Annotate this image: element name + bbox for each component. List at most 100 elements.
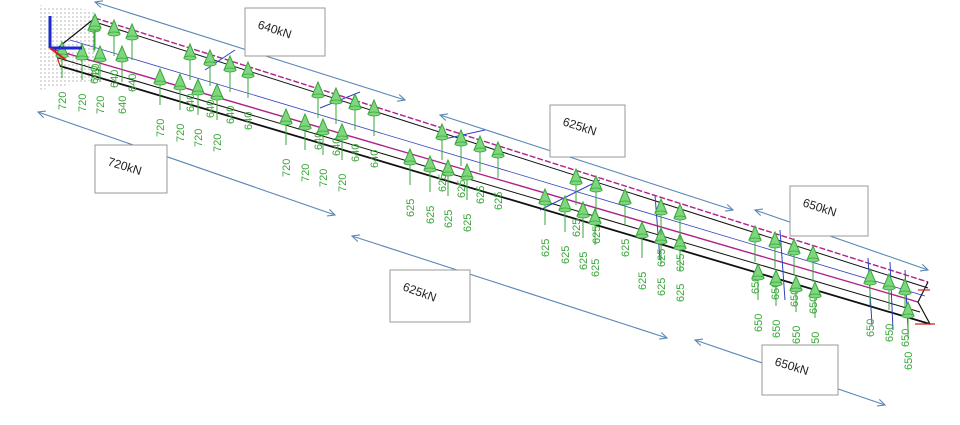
load-arrow: 625: [618, 187, 632, 257]
load-value-label: 640: [89, 66, 101, 84]
load-value-label: 625: [456, 180, 468, 198]
load-arrow: 625: [569, 167, 583, 237]
load-arrow: 640: [115, 44, 129, 114]
load-arrow: 625: [673, 202, 687, 272]
load-arrow: 625: [441, 158, 455, 228]
load-arrow: 650: [751, 262, 765, 332]
load-arrow: 625: [460, 162, 474, 232]
load-value-label: 625: [443, 210, 455, 228]
load-value-label: 720: [90, 64, 102, 82]
load-value-label: 720: [281, 159, 293, 177]
load-value-label: 720: [300, 164, 312, 182]
load-arrow: 720: [316, 117, 330, 187]
coordinate-axes-icon: [48, 16, 82, 61]
load-arrow: 625: [454, 128, 468, 198]
load-arrow: 640: [329, 86, 343, 156]
load-value-label: 720: [77, 94, 89, 112]
load-value-label: 625: [425, 206, 437, 224]
load-arrow: 650: [806, 244, 820, 314]
transverse-member: [889, 261, 894, 331]
load-value-label: 625: [560, 246, 572, 264]
load-value-label: 625: [675, 254, 687, 272]
load-value-label: 720: [155, 119, 167, 137]
load-arrow: 720: [173, 72, 187, 142]
load-arrow: 625: [538, 187, 552, 257]
load-value-label: 650: [789, 289, 801, 307]
load-value-label: 720: [57, 92, 69, 110]
load-value-label: 720: [318, 169, 330, 187]
load-arrow: 720: [210, 82, 224, 152]
load-value-label: 625: [578, 252, 590, 270]
load-arrow: 650: [901, 300, 915, 370]
load-arrow: 640: [125, 22, 139, 92]
load-value-label: 625: [571, 219, 583, 237]
load-value-label: 720: [175, 124, 187, 142]
transverse-member: [779, 229, 786, 301]
load-arrow: 720: [279, 107, 293, 177]
load-arrow: 625: [435, 122, 449, 192]
load-value-label: 650: [900, 329, 912, 347]
load-arrow: 625: [673, 232, 687, 302]
load-arrow: 625: [588, 207, 602, 277]
load-callout-box: 650kN: [789, 185, 869, 237]
load-value-label: 640: [225, 106, 237, 124]
load-value-label: 640: [350, 144, 362, 162]
beam-end-right-bottom: [917, 301, 931, 325]
load-arrow: 650: [789, 274, 803, 344]
load-arrow: 650: [882, 272, 896, 342]
load-value-label: 640: [313, 132, 325, 150]
load-value-label: 650: [884, 324, 896, 342]
load-arrow: 625: [403, 147, 417, 217]
load-arrow: 720: [93, 44, 107, 114]
load-value-label: 720: [193, 129, 205, 147]
load-arrow: 640: [223, 54, 237, 124]
load-arrow: 625: [576, 200, 590, 270]
load-value-label: 625: [620, 239, 632, 257]
load-arrow: 625: [491, 140, 505, 210]
load-arrow: 640: [348, 92, 362, 162]
load-arrow: 650: [863, 267, 877, 337]
load-value-label: 640: [185, 94, 197, 112]
load-arrow: 720: [75, 42, 89, 112]
load-value-label: 720: [212, 134, 224, 152]
load-value-label: 625: [637, 272, 649, 290]
load-callout-box: 720kN: [94, 144, 168, 194]
dimension-arrow: [350, 234, 669, 340]
load-arrow: 720: [335, 122, 349, 192]
load-value-label: 640: [331, 138, 343, 156]
load-arrow: 640: [241, 60, 255, 130]
load-arrow: 625: [589, 174, 603, 244]
load-arrow: 640: [203, 48, 217, 118]
load-value-label: 650: [771, 320, 783, 338]
load-value-label: 625: [405, 199, 417, 217]
load-value-label: 650: [753, 314, 765, 332]
beam-top-edge-back: [94, 17, 929, 283]
load-value-label: 650: [791, 326, 803, 344]
load-value-label: 640: [117, 96, 129, 114]
load-value-label: 640: [127, 74, 139, 92]
dimension-arrow: [36, 110, 337, 217]
load-arrow: 625: [654, 197, 668, 267]
load-arrow: 640: [107, 18, 121, 88]
load-value-label: 650: [808, 296, 820, 314]
load-value-label: 625: [493, 192, 505, 210]
beam-end-right: [917, 281, 929, 303]
dimension-arrow: [438, 113, 735, 212]
load-value-label: 640: [109, 70, 121, 88]
load-arrow: 720: [298, 112, 312, 182]
load-callout-box: 625kN: [389, 269, 471, 323]
load-value-label: 720: [337, 174, 349, 192]
load-arrow: 720: [153, 67, 167, 137]
load-callout-box: 650kN: [761, 344, 839, 396]
beam-bottom-outline: [59, 65, 931, 325]
load-value-label: 625: [656, 278, 668, 296]
load-arrow: 625: [473, 134, 487, 204]
load-value-label: 720: [95, 96, 107, 114]
load-arrow: 625: [635, 220, 649, 290]
load-value-label: 625: [656, 249, 668, 267]
load-value-label: 625: [475, 186, 487, 204]
load-value-label: 625: [590, 259, 602, 277]
